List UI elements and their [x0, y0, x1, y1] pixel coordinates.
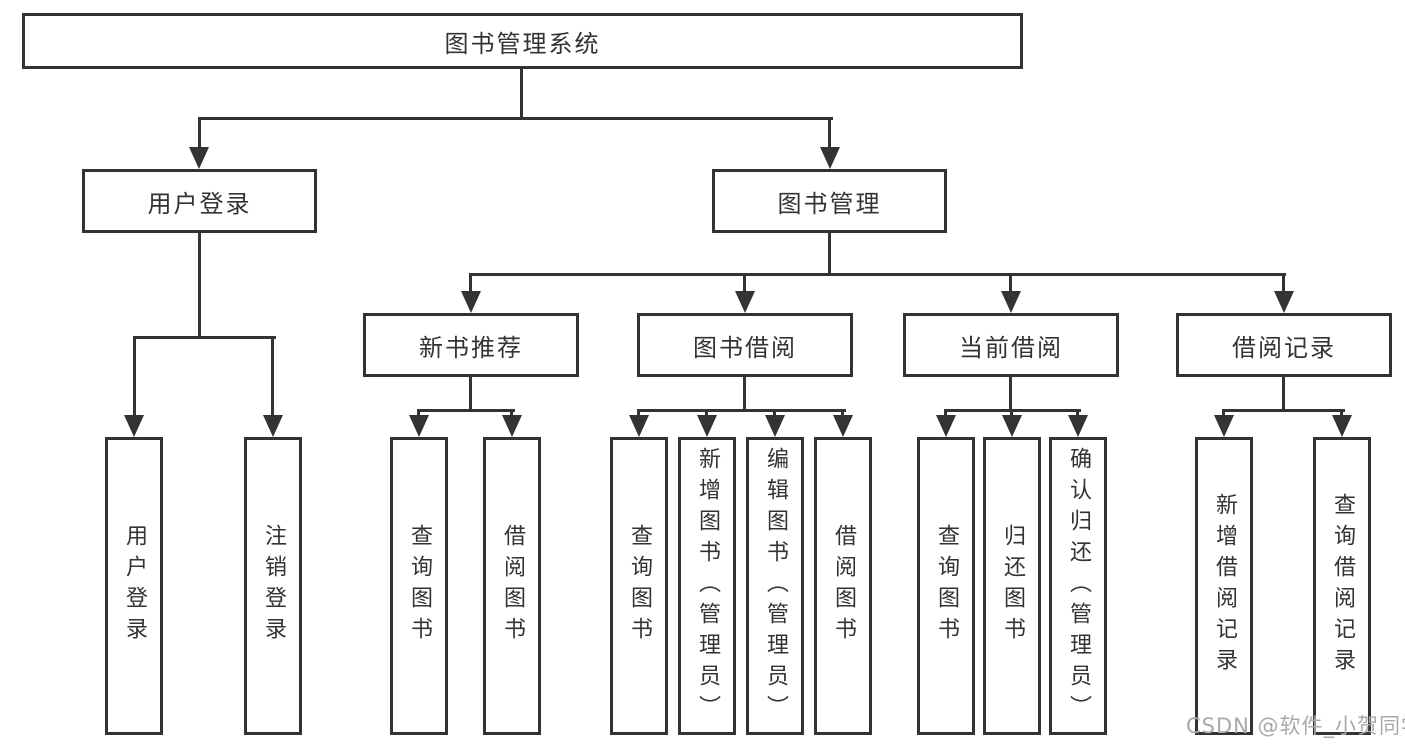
node-book-borrowing: 图书借阅 [637, 313, 853, 377]
arrowhead-add-borrow-record [1214, 415, 1234, 437]
arrowhead-query-borrow-record [1332, 415, 1352, 437]
connector-currentborrow-drop [1009, 377, 1012, 412]
connector-shaft [637, 409, 640, 415]
leaf-add-borrow-record: 新增借阅记录 [1195, 437, 1253, 735]
arrowhead-book-management [820, 147, 840, 169]
connector-root-drop [520, 69, 523, 120]
connector-bookborrow-rail [638, 409, 846, 412]
connector-bookmgmt-drop [828, 233, 831, 276]
connector-shaft [773, 409, 776, 415]
arrowhead-query-books-borrowing [629, 415, 649, 437]
connector-level2-rail [199, 117, 833, 120]
node-new-book-recommend: 新书推荐 [363, 313, 579, 377]
leaf-confirm-return-admin: 确认归还（管理员） [1049, 437, 1107, 735]
arrowhead-query-books-current [936, 415, 956, 437]
connector-shaft-book-borrowing [743, 273, 746, 291]
connector-bookborrow-drop [743, 377, 746, 412]
connector-shaft-borrowing-records [1282, 273, 1285, 291]
leaf-edit-books-admin: 编辑图书（管理员） [746, 437, 804, 735]
arrowhead-confirm-return-admin [1068, 415, 1088, 437]
connector-level3-rail [470, 273, 1286, 276]
connector-shaft [1076, 409, 1079, 415]
leaf-return-books: 归还图书 [983, 437, 1041, 735]
leaf-user-login: 用户登录 [105, 437, 163, 735]
connector-shaft-current-borrowing [1009, 273, 1012, 291]
node-user-login: 用户登录 [82, 169, 317, 233]
connector-records-drop [1282, 377, 1285, 412]
connector-shaft [944, 409, 947, 415]
connector-shaft-leaf-user-login [133, 336, 136, 415]
leaf-query-books-borrowing: 查询图书 [610, 437, 668, 735]
node-root: 图书管理系统 [22, 13, 1023, 69]
arrowhead-borrowing-records [1274, 291, 1294, 313]
connector-currentborrow-rail [945, 409, 1081, 412]
arrowhead-borrow-books-recommend [502, 415, 522, 437]
connector-shaft [1222, 409, 1225, 415]
node-book-management: 图书管理 [712, 169, 947, 233]
arrowhead-new-book [461, 291, 481, 313]
connector-shaft [1010, 409, 1013, 415]
arrowhead-edit-books-admin [765, 415, 785, 437]
leaf-logout-login: 注销登录 [244, 437, 302, 735]
connector-shaft-book-management [828, 117, 831, 147]
connector-newbook-rail [418, 409, 515, 412]
node-borrowing-records: 借阅记录 [1176, 313, 1392, 377]
connector-shaft [705, 409, 708, 415]
node-current-borrowing: 当前借阅 [903, 313, 1119, 377]
connector-userlogin-drop [198, 233, 201, 339]
connector-records-rail [1223, 409, 1345, 412]
csdn-watermark: CSDN @软件_小贺同学 [1186, 714, 1405, 738]
connector-shaft-leaf-logout [271, 336, 274, 415]
arrowhead-add-books-admin [697, 415, 717, 437]
leaf-borrow-books-recommend: 借阅图书 [483, 437, 541, 735]
connector-shaft-new-book [469, 273, 472, 291]
connector-shaft [417, 409, 420, 415]
connector-userlogin-rail [133, 336, 276, 339]
arrowhead-query-books-recommend [409, 415, 429, 437]
connector-shaft-user-login [198, 117, 201, 147]
arrowhead-book-borrowing [735, 291, 755, 313]
leaf-query-books-recommend: 查询图书 [390, 437, 448, 735]
connector-newbook-drop [469, 377, 472, 412]
connector-shaft [841, 409, 844, 415]
arrowhead-leaf-user-login [124, 415, 144, 437]
arrowhead-return-books [1002, 415, 1022, 437]
arrowhead-user-login [189, 147, 209, 169]
leaf-query-books-current: 查询图书 [917, 437, 975, 735]
arrowhead-borrow-books-borrowing [833, 415, 853, 437]
leaf-add-books-admin: 新增图书（管理员） [678, 437, 736, 735]
leaf-borrow-books-borrowing: 借阅图书 [814, 437, 872, 735]
connector-shaft [1340, 409, 1343, 415]
arrowhead-current-borrowing [1001, 291, 1021, 313]
connector-shaft [510, 409, 513, 415]
leaf-query-borrow-record: 查询借阅记录 [1313, 437, 1371, 735]
arrowhead-leaf-logout [263, 415, 283, 437]
